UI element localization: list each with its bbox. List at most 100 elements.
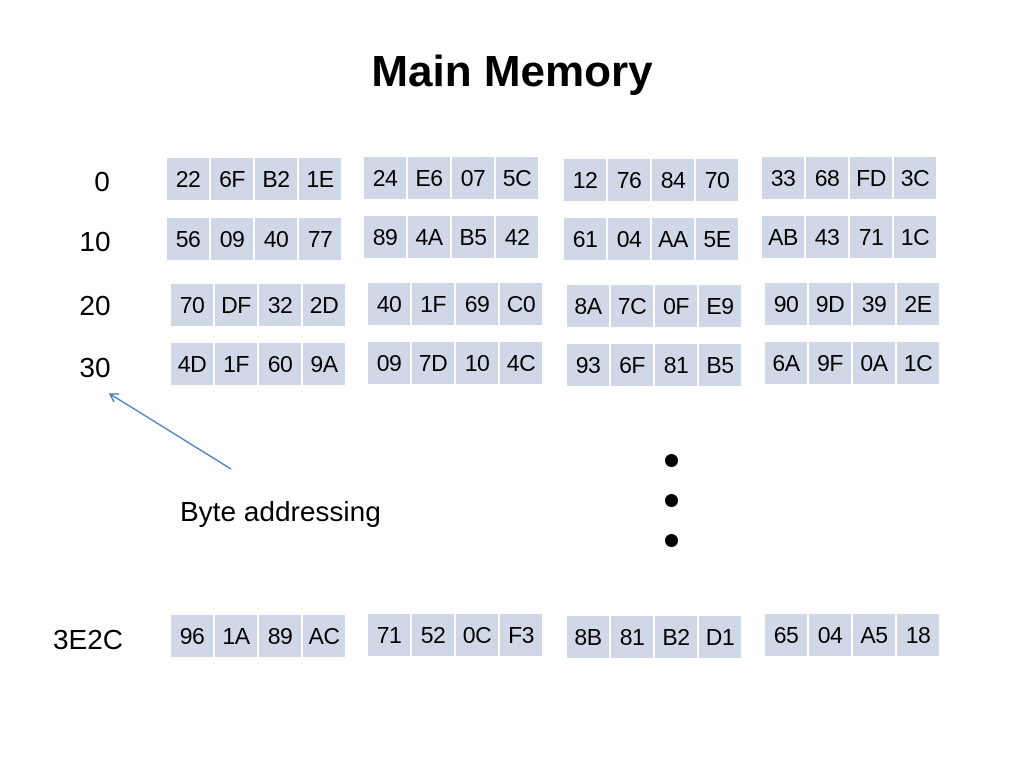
ellipsis-dot — [665, 494, 678, 507]
memory-byte-cell: 9A — [303, 343, 345, 385]
memory-byte-cell: 1F — [412, 283, 454, 325]
memory-byte-cell: 7C — [611, 285, 653, 327]
memory-byte-cell: 0C — [456, 614, 498, 656]
memory-byte-cell: 89 — [259, 615, 301, 657]
memory-byte-cell: 0F — [655, 285, 697, 327]
memory-byte-cell: 1E — [299, 158, 341, 200]
memory-byte-cell: 81 — [611, 616, 653, 658]
memory-word: 65 04 A5 18 — [765, 614, 939, 656]
arrow-line — [109, 393, 232, 470]
memory-byte-cell: 04 — [608, 218, 650, 260]
memory-byte-cell: D1 — [699, 616, 741, 658]
memory-byte-cell: 10 — [456, 342, 498, 384]
memory-byte-cell: E9 — [699, 285, 741, 327]
memory-byte-cell: 76 — [608, 159, 650, 201]
address-label: 10 — [79, 226, 111, 257]
memory-word: 22 6F B2 1E — [167, 158, 341, 200]
ellipsis-dot — [665, 534, 678, 547]
memory-byte-cell: 43 — [806, 216, 848, 258]
slide-title: Main Memory — [371, 47, 653, 96]
memory-byte-cell: 2D — [303, 284, 345, 326]
memory-byte-cell: 24 — [364, 157, 406, 199]
memory-byte-cell: 8B — [567, 616, 609, 658]
memory-word: 71 52 0C F3 — [368, 614, 542, 656]
memory-byte-cell: 32 — [259, 284, 301, 326]
memory-byte-cell: 33 — [762, 157, 804, 199]
memory-byte-cell: 7D — [412, 342, 454, 384]
memory-word: 40 1F 69 C0 — [368, 283, 542, 325]
memory-byte-cell: 69 — [456, 283, 498, 325]
memory-byte-cell: 71 — [368, 614, 410, 656]
memory-word: 90 9D 39 2E — [765, 283, 939, 325]
memory-byte-cell: 96 — [171, 615, 213, 657]
memory-byte-cell: 77 — [299, 218, 341, 260]
memory-byte-cell: 89 — [364, 216, 406, 258]
address-label: 20 — [79, 290, 111, 321]
ellipsis-dot — [665, 454, 678, 467]
memory-byte-cell: 71 — [850, 216, 892, 258]
memory-byte-cell: 09 — [211, 218, 253, 260]
address-label: 3E2C — [52, 624, 124, 655]
memory-byte-cell: 5E — [696, 218, 738, 260]
memory-byte-cell: FD — [850, 157, 892, 199]
memory-byte-cell: 18 — [897, 614, 939, 656]
memory-byte-cell: 22 — [167, 158, 209, 200]
memory-byte-cell: 84 — [652, 159, 694, 201]
memory-word: 24 E6 07 5C — [364, 157, 538, 199]
memory-byte-cell: 0A — [853, 342, 895, 384]
memory-byte-cell: C0 — [500, 283, 542, 325]
memory-word: 8A 7C 0F E9 — [567, 285, 741, 327]
memory-byte-cell: 8A — [567, 285, 609, 327]
memory-byte-cell: DF — [215, 284, 257, 326]
memory-byte-cell: 60 — [259, 343, 301, 385]
memory-word: 89 4A B5 42 — [364, 216, 538, 258]
memory-word: 6A 9F 0A 1C — [765, 342, 939, 384]
memory-byte-cell: 56 — [167, 218, 209, 260]
memory-byte-cell: AC — [303, 615, 345, 657]
memory-word: 12 76 84 70 — [564, 159, 738, 201]
memory-word: 70 DF 32 2D — [171, 284, 345, 326]
memory-byte-cell: B2 — [255, 158, 297, 200]
memory-word: AB 43 71 1C — [762, 216, 936, 258]
memory-byte-cell: 3C — [894, 157, 936, 199]
memory-byte-cell: 6F — [611, 344, 653, 386]
memory-word: 61 04 AA 5E — [564, 218, 738, 260]
memory-byte-cell: 9D — [809, 283, 851, 325]
memory-byte-cell: 6A — [765, 342, 807, 384]
memory-word: 09 7D 10 4C — [368, 342, 542, 384]
memory-byte-cell: B5 — [699, 344, 741, 386]
memory-byte-cell: 39 — [853, 283, 895, 325]
memory-byte-cell: 42 — [496, 216, 538, 258]
memory-byte-cell: 90 — [765, 283, 807, 325]
memory-word: 8B 81 B2 D1 — [567, 616, 741, 658]
memory-word: 93 6F 81 B5 — [567, 344, 741, 386]
memory-word: 96 1A 89 AC — [171, 615, 345, 657]
memory-byte-cell: 4D — [171, 343, 213, 385]
memory-byte-cell: AB — [762, 216, 804, 258]
memory-byte-cell: 61 — [564, 218, 606, 260]
memory-byte-cell: 1C — [897, 342, 939, 384]
memory-byte-cell: 12 — [564, 159, 606, 201]
address-label: 30 — [79, 352, 111, 383]
memory-byte-cell: 4C — [500, 342, 542, 384]
memory-byte-cell: 04 — [809, 614, 851, 656]
memory-byte-cell: 1F — [215, 343, 257, 385]
address-label: 0 — [94, 166, 110, 197]
memory-byte-cell: 40 — [368, 283, 410, 325]
memory-byte-cell: 70 — [696, 159, 738, 201]
memory-word: 33 68 FD 3C — [762, 157, 936, 199]
memory-byte-cell: 2E — [897, 283, 939, 325]
memory-byte-cell: 6F — [211, 158, 253, 200]
memory-byte-cell: 52 — [412, 614, 454, 656]
memory-byte-cell: 93 — [567, 344, 609, 386]
arrow-head — [108, 393, 119, 403]
memory-byte-cell: 07 — [452, 157, 494, 199]
memory-byte-cell: 68 — [806, 157, 848, 199]
memory-byte-cell: 65 — [765, 614, 807, 656]
memory-byte-cell: A5 — [853, 614, 895, 656]
memory-byte-cell: 4A — [408, 216, 450, 258]
memory-word: 4D 1F 60 9A — [171, 343, 345, 385]
memory-byte-cell: 1C — [894, 216, 936, 258]
memory-byte-cell: 5C — [496, 157, 538, 199]
memory-byte-cell: 81 — [655, 344, 697, 386]
